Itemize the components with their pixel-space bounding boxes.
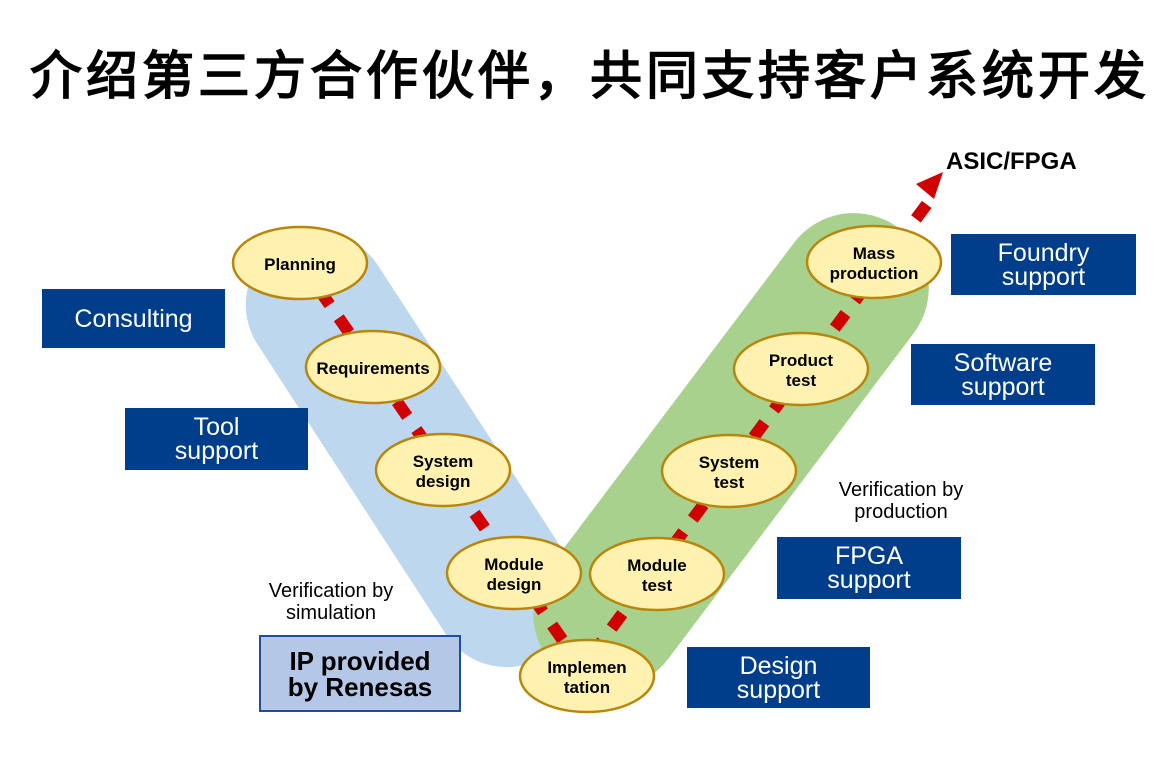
tool-support-label-line1: Tool	[193, 413, 240, 441]
ip-provided-label-line2: by Renesas	[287, 671, 433, 702]
verification-by-production-note: Verification by production	[810, 479, 992, 523]
asic-fpga-label: ASIC/FPGA	[946, 148, 1077, 175]
tool-support-label-line2: support	[174, 437, 259, 465]
page-title: 介绍第三方合作伙伴，共同支持客户系统开发	[30, 47, 1151, 107]
ip-provided-label-line1: IP provided	[289, 645, 431, 676]
stage-system-test: System test	[660, 433, 798, 509]
fpga-support-label-line1: FPGA	[834, 542, 904, 570]
note-line1: Verification by	[268, 580, 394, 602]
arrow-head-icon	[916, 172, 943, 199]
stage-system-design: System design	[374, 432, 512, 508]
stage-module-design: Module design	[445, 535, 583, 611]
stage-label: System	[413, 452, 473, 471]
verification-by-simulation-note: Verification by simulation	[240, 580, 422, 624]
tool-support-box: Tool support	[125, 408, 308, 470]
consulting-box: Consulting	[42, 289, 225, 348]
ip-provided-box: IP provided by Renesas	[259, 635, 461, 712]
stage-label: tation	[564, 678, 610, 697]
stage-product-test: Product test	[732, 331, 870, 407]
note-line2: simulation	[285, 602, 377, 624]
stage-requirements: Requirements	[304, 329, 442, 405]
stage-module-test: Module test	[588, 536, 726, 612]
foundry-support-label-line1: Foundry	[997, 238, 1090, 267]
stage-label: production	[830, 264, 919, 283]
foundry-support-label-line2: support	[1001, 262, 1086, 291]
stage-label: Implemen	[547, 658, 626, 677]
design-support-label-line1: Design	[739, 651, 818, 680]
fpga-support-box: FPGA support	[777, 537, 961, 599]
stage-mass-production: Mass production	[805, 224, 943, 300]
stage-label: design	[487, 575, 542, 594]
software-support-label-line2: support	[961, 372, 1045, 401]
stage-label: test	[642, 576, 673, 595]
stage-label: test	[786, 371, 817, 390]
software-support-box: Software support	[911, 344, 1095, 405]
consulting-label: Consulting	[74, 304, 193, 333]
stage-label: Requirements	[316, 359, 429, 378]
stage-implementation: Implemen tation	[518, 638, 656, 714]
design-support-label-line2: support	[736, 675, 821, 704]
software-support-label-line1: Software	[953, 348, 1053, 377]
stage-label: Product	[769, 351, 834, 370]
stage-label: Module	[627, 556, 687, 575]
design-support-box: Design support	[687, 647, 870, 708]
fpga-support-label-line2: support	[827, 566, 911, 594]
stage-label: Planning	[264, 255, 336, 274]
stage-label: Module	[484, 555, 544, 574]
stage-label: test	[714, 473, 745, 492]
stage-label: design	[416, 472, 471, 491]
note-line1: Verification by	[838, 479, 964, 501]
stage-label: Mass	[853, 244, 896, 263]
foundry-support-box: Foundry support	[951, 234, 1136, 295]
stage-label: System	[699, 453, 759, 472]
stage-planning: Planning	[231, 225, 369, 301]
note-line2: production	[854, 501, 948, 523]
